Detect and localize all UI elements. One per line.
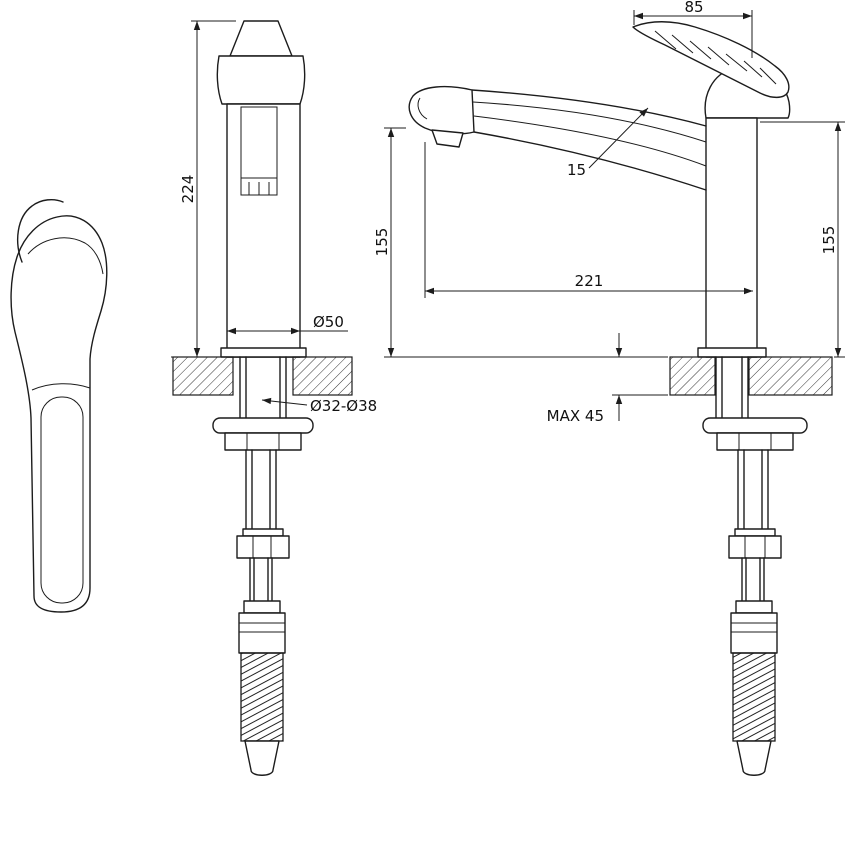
front-braided-hose xyxy=(240,652,284,742)
dim-155-right: 155 xyxy=(760,121,845,358)
side-hose-cone xyxy=(736,740,772,776)
side-spout-contour-2 xyxy=(473,115,707,167)
handle-grip-inner xyxy=(40,396,84,604)
side-hex-facets xyxy=(744,536,766,558)
front-mounting-plate xyxy=(212,417,314,434)
dim-155-right-label: 155 xyxy=(820,226,838,255)
side-hex-fitting xyxy=(728,535,782,559)
front-hex-facets xyxy=(252,536,272,558)
side-spout-contour-1 xyxy=(472,101,707,143)
side-spout-top-edge xyxy=(471,89,707,127)
dim-15-label: 15 xyxy=(567,161,586,179)
side-aerator xyxy=(431,129,464,148)
counter-hatch-left xyxy=(172,356,234,396)
dim-224-label: 224 xyxy=(179,175,197,204)
counter-hatch-right xyxy=(292,356,353,396)
front-hose-cone xyxy=(244,740,280,776)
dim-221: 221 xyxy=(424,142,753,298)
front-escutcheon-detail xyxy=(241,177,277,195)
front-thin-pipes xyxy=(249,557,273,602)
dim-224: 224 xyxy=(171,20,236,358)
side-mounting-plate xyxy=(702,417,808,434)
side-shank xyxy=(715,356,749,419)
side-handle-lever xyxy=(632,21,790,99)
dim-max45-label: MAX 45 xyxy=(547,407,604,425)
side-fitting-step xyxy=(734,528,776,537)
front-base-plate xyxy=(220,347,307,358)
front-supply-pipes xyxy=(245,449,277,537)
side-nut-facets xyxy=(738,433,772,450)
handle-side-outline xyxy=(10,215,108,613)
side-body xyxy=(705,117,758,358)
front-hex-fitting xyxy=(236,535,290,559)
handle-grip-separation xyxy=(31,383,91,391)
side-spout-bottom-edge xyxy=(473,131,707,191)
side-counter-hatch-right xyxy=(748,356,833,396)
side-connector-bands xyxy=(731,622,777,633)
side-base-plate xyxy=(697,347,767,358)
side-counter-hatch-left xyxy=(669,356,716,396)
front-fitting-step xyxy=(242,528,284,537)
handle-knob-inner-line xyxy=(27,237,104,275)
side-connector-top xyxy=(735,600,773,614)
front-connector-bands xyxy=(239,622,285,633)
dimensions: 85 224 Ø50 Ø32-Ø38 15 155 xyxy=(171,0,845,425)
faucet-side-view xyxy=(408,21,833,776)
dim-15-leader xyxy=(588,107,649,169)
handle-hook-line xyxy=(17,198,64,263)
side-mounting-nut xyxy=(716,432,794,451)
dim-85: 85 xyxy=(633,0,753,58)
front-connector-body xyxy=(238,612,286,654)
side-braided-hose xyxy=(732,652,776,742)
dim-155-left: 155 xyxy=(373,127,668,358)
side-thin-pipes xyxy=(741,557,765,602)
dim-max45: MAX 45 xyxy=(547,333,668,425)
front-body xyxy=(226,103,301,358)
dim-85-label: 85 xyxy=(684,0,703,16)
front-connector-top xyxy=(243,600,281,614)
dim-d32-d38-label: Ø32-Ø38 xyxy=(310,397,377,415)
side-supply-pipes xyxy=(737,449,769,537)
dim-221-label: 221 xyxy=(575,272,604,290)
dim-15: 15 xyxy=(567,107,649,179)
dim-d32-d38: Ø32-Ø38 xyxy=(261,397,377,415)
side-handle-shading xyxy=(654,30,777,85)
dim-d32-d38-leader xyxy=(261,397,308,406)
dim-d50: Ø50 xyxy=(227,313,348,335)
front-nut-facets xyxy=(246,433,280,450)
front-handle-bell xyxy=(216,55,306,105)
dim-155-left-label: 155 xyxy=(373,228,391,257)
dim-d50-label: Ø50 xyxy=(313,313,344,331)
side-spout-head-inner xyxy=(417,97,428,120)
handle-side-view xyxy=(10,198,108,613)
front-handle-cap xyxy=(229,20,293,57)
side-connector-body xyxy=(730,612,778,654)
faucet-front-view xyxy=(172,20,353,776)
front-mounting-nut xyxy=(224,432,302,451)
front-shank xyxy=(239,356,287,419)
